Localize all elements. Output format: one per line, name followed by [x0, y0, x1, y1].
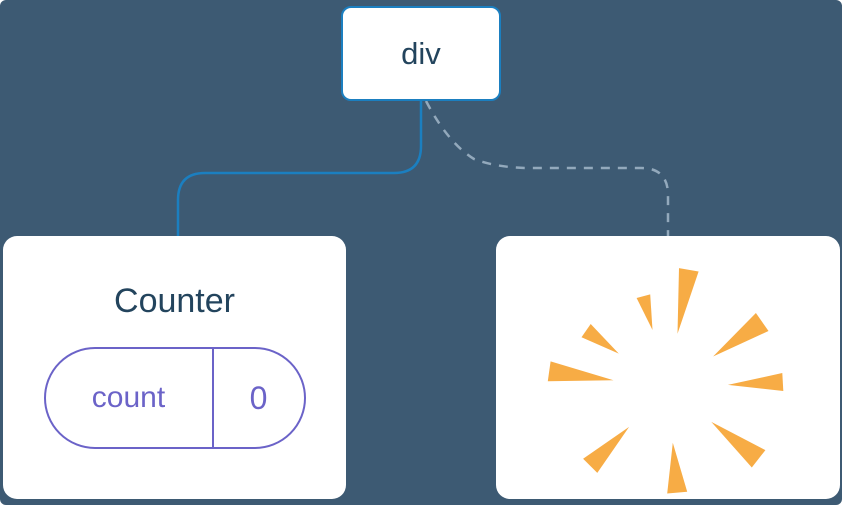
connector-dashed-line: [424, 100, 670, 236]
removed-component-card: [496, 236, 840, 499]
poof-burst-icon: [547, 268, 784, 494]
connector-solid-line: [176, 100, 423, 236]
state-pill: count 0: [43, 347, 306, 449]
root-node-label: div: [401, 35, 441, 71]
state-key-label: count: [91, 381, 166, 414]
state-value: 0: [211, 349, 304, 447]
counter-component-card: Counter count 0: [3, 236, 346, 499]
component-title: Counter: [114, 282, 235, 320]
root-node-div: div: [341, 6, 501, 101]
